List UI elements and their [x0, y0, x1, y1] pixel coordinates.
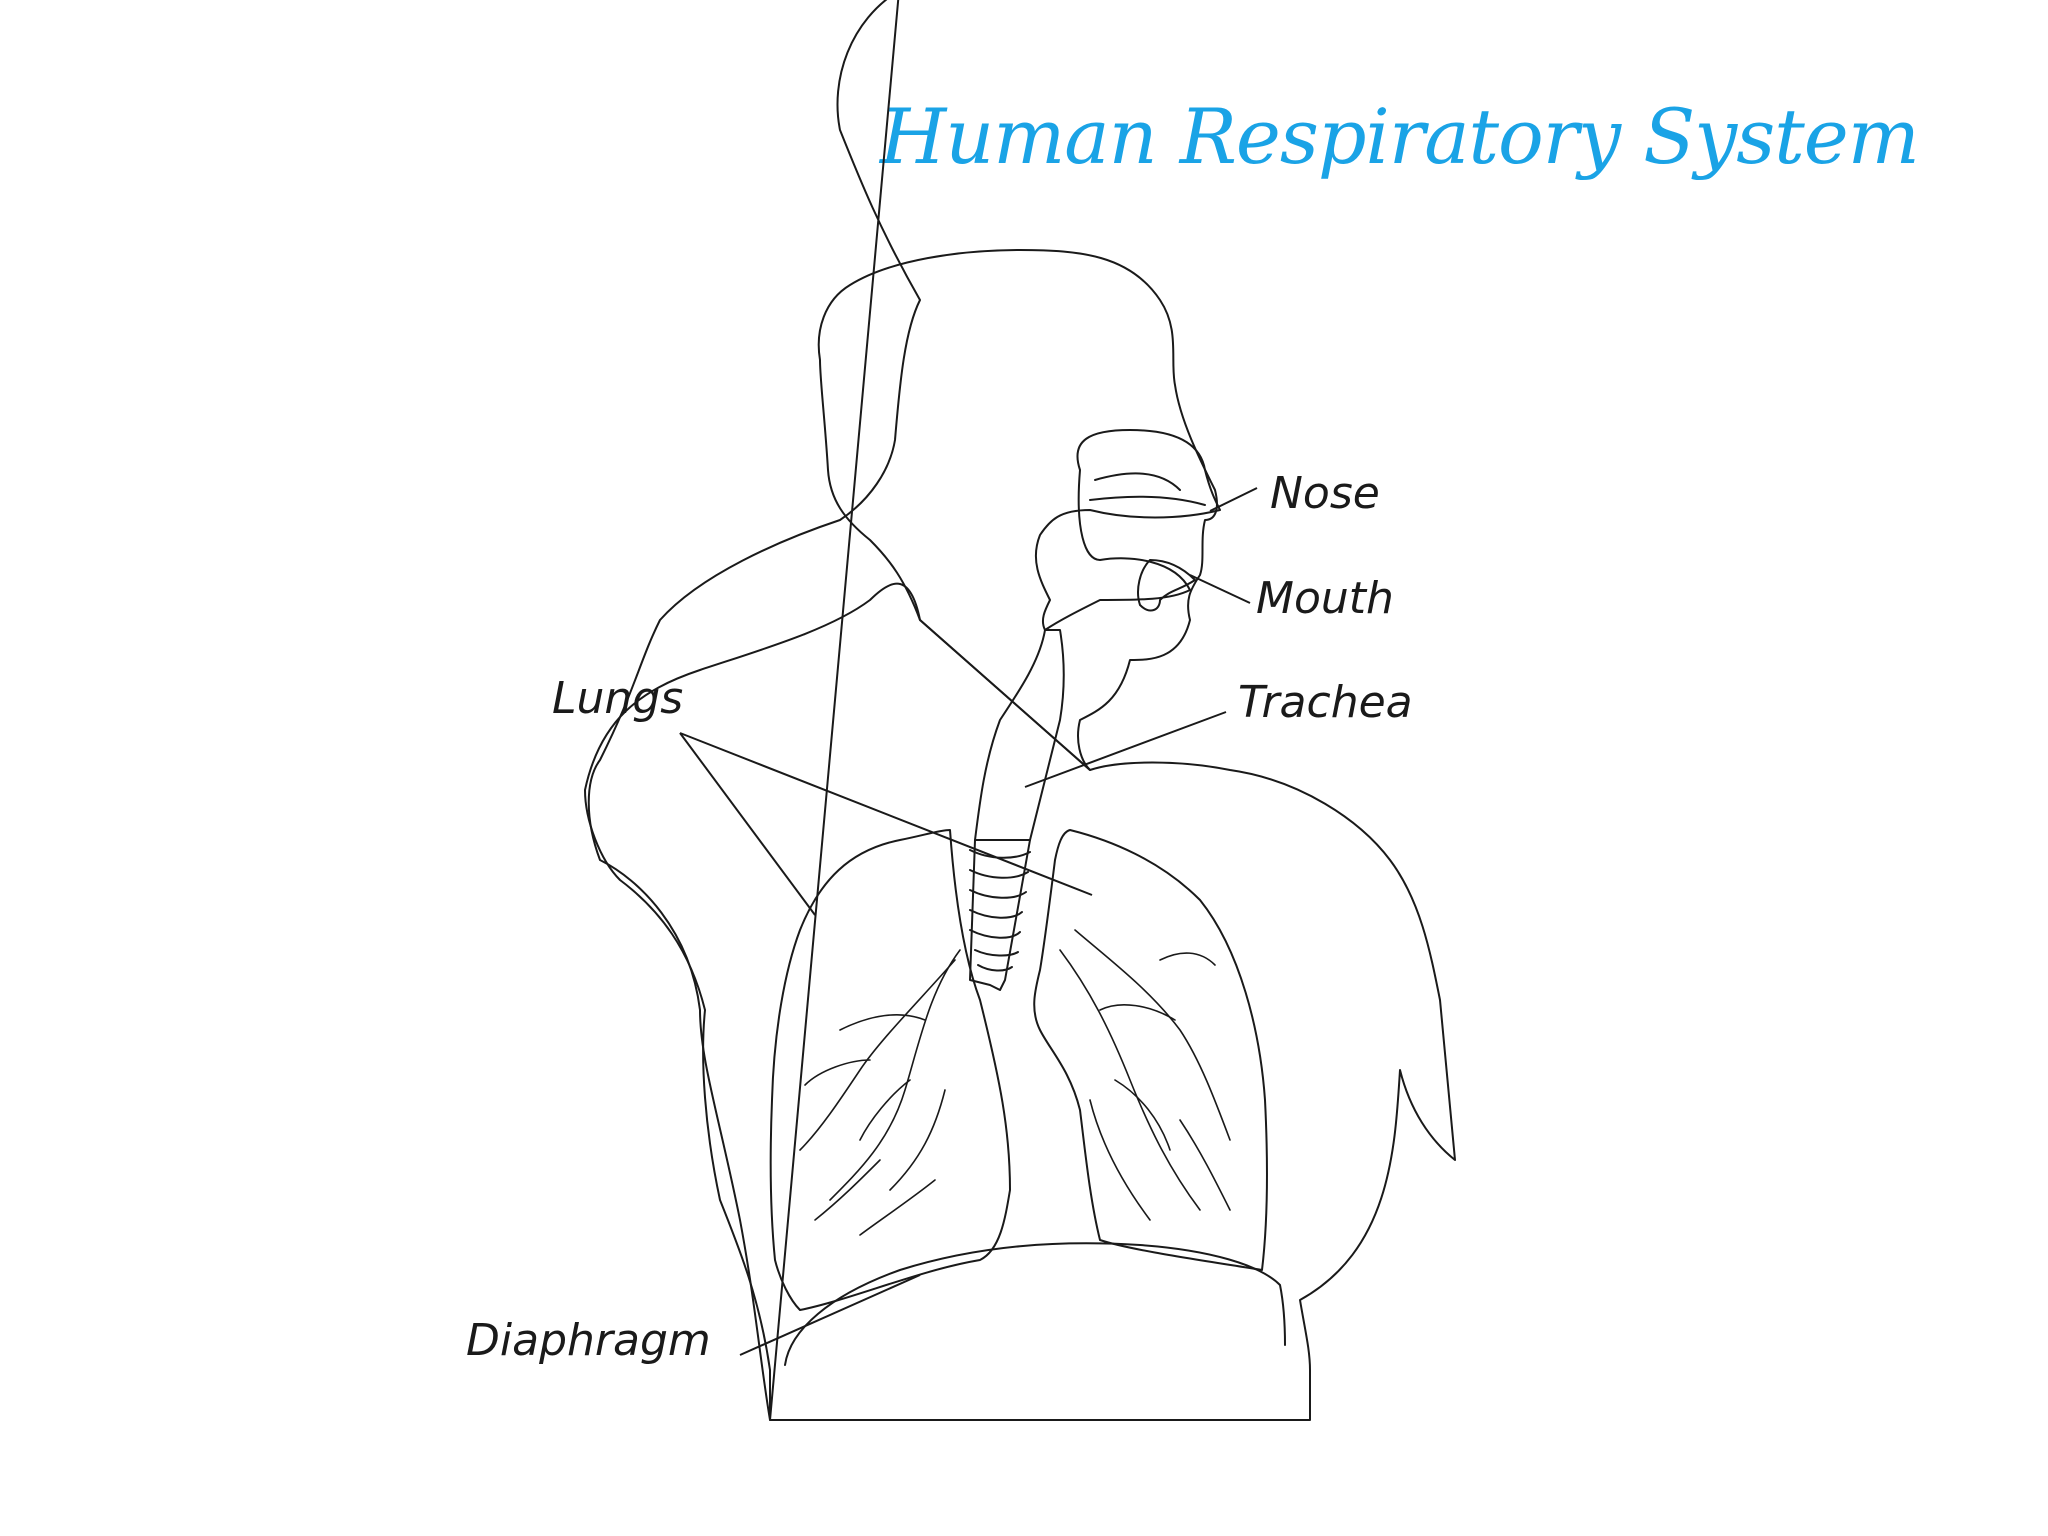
- label-lungs: Lungs: [552, 673, 683, 724]
- left-lung: [769, 829, 1011, 1311]
- slide-title: Human Respiratory System: [880, 92, 1920, 181]
- mouth-leader: [1189, 574, 1251, 604]
- trachea-leader: [1024, 711, 1227, 788]
- label-mouth: Mouth: [1256, 573, 1394, 624]
- label-diaphragm: Diaphragm: [466, 1315, 711, 1366]
- label-trachea: Trachea: [1238, 677, 1413, 728]
- mouth-shape: [1137, 559, 1196, 612]
- lungs-leader-right: [679, 732, 1093, 896]
- torso-outline: [587, 0, 921, 1421]
- trachea: [969, 839, 1031, 991]
- leader-lines: [679, 487, 1258, 1356]
- nose-leader: [1209, 487, 1258, 512]
- lungs-leader-left: [679, 732, 816, 916]
- body-silhouette: [587, 0, 921, 1421]
- diaphragm: [784, 1242, 1286, 1366]
- right-lung: [1033, 829, 1268, 1271]
- diaphragm-leader: [739, 1274, 921, 1356]
- chest-outline: [584, 582, 1456, 1421]
- nasal-inner-line: [1089, 472, 1206, 506]
- nasal-cavity: [1034, 429, 1221, 631]
- label-nose: Nose: [1270, 468, 1380, 519]
- head-outline: [817, 249, 1218, 771]
